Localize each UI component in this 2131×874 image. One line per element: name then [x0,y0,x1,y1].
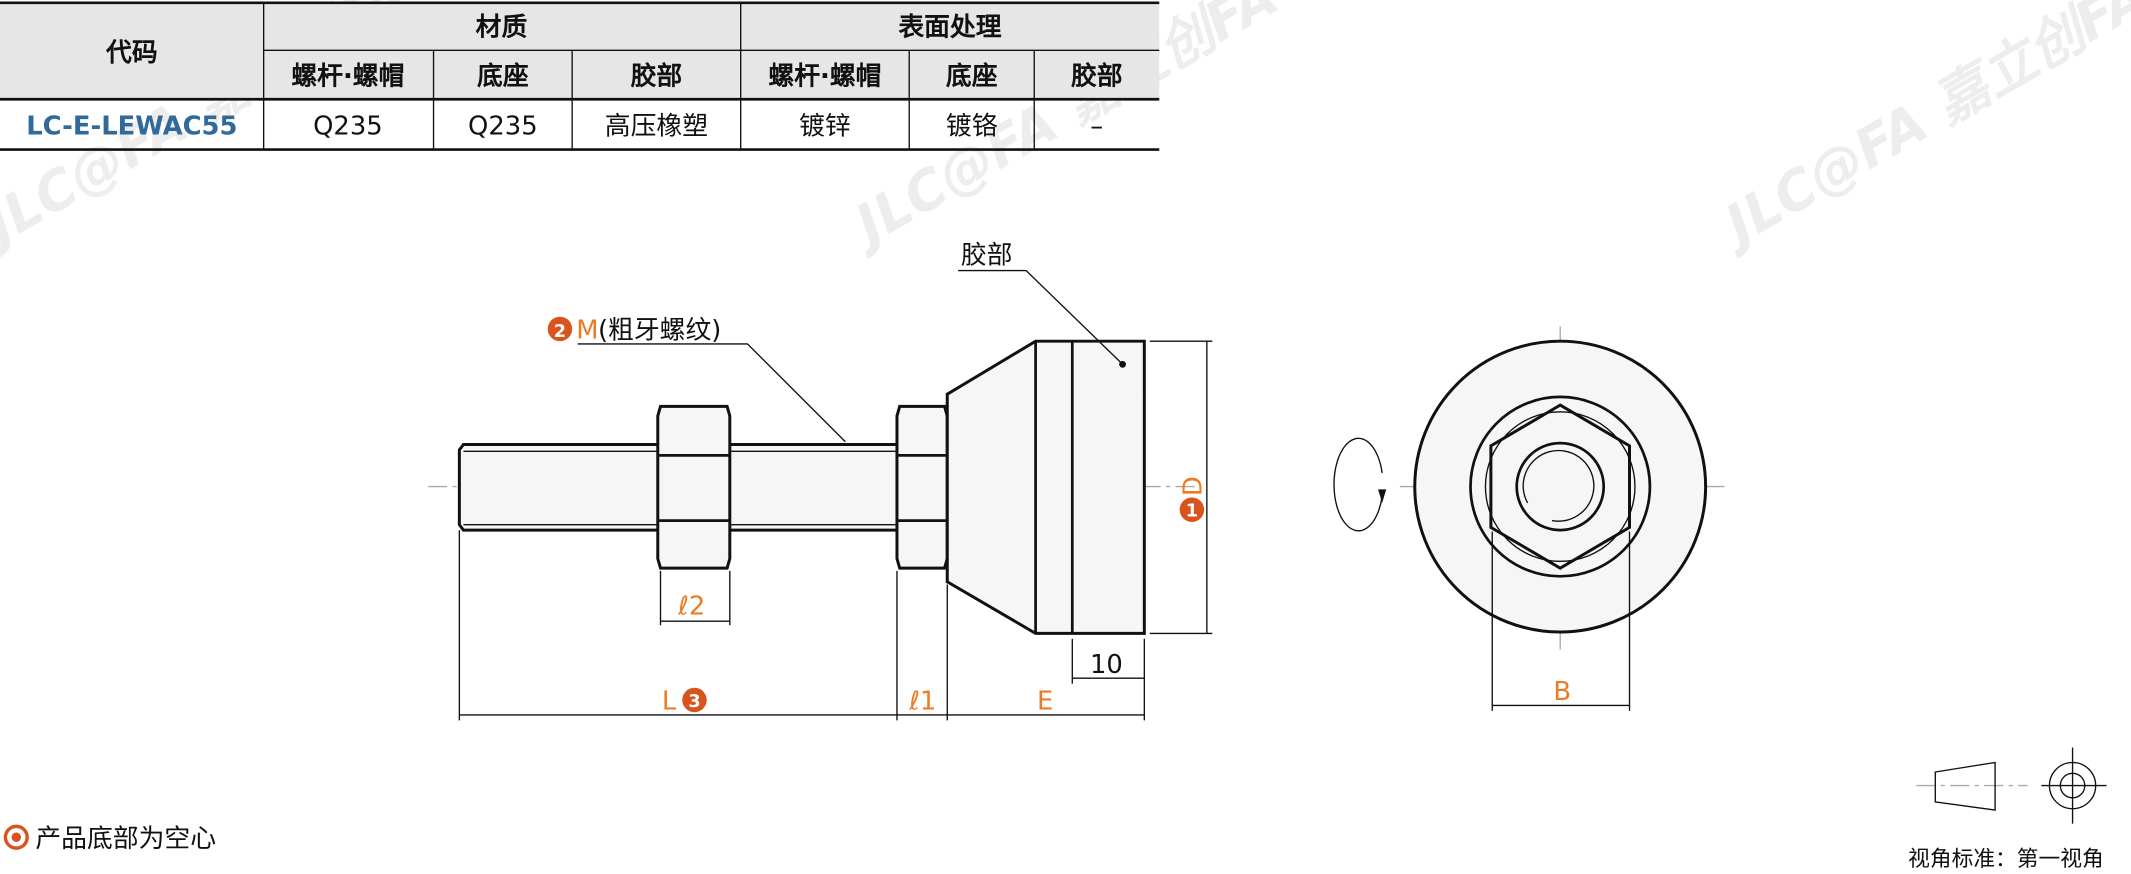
side-view: 胶部 2 M (粗牙螺纹) ℓ2 L 3 ℓ1 E 10 [428,241,1212,721]
dim-L: L [662,686,677,716]
dim-B: B [1553,677,1571,707]
thread-badge: 2 [554,322,566,342]
svg-text:JLC@FA 嘉立创FA: JLC@FA 嘉立创FA [1706,0,2131,261]
header-surface: 表面处理 [898,12,1001,42]
hollow-note: 产品底部为空心 [35,824,216,854]
rotation-arrow-icon [1334,438,1382,530]
product-code: LC-E-LEWAC55 [26,112,237,142]
thread-note: (粗牙螺纹) [598,315,721,345]
spec-table: 代码 材质 表面处理 螺杆·螺帽 底座 胶部 螺杆·螺帽 底座 胶部 LC-E-… [0,3,1159,150]
table-cell: 镀锌 [799,112,851,142]
subheader: 螺杆·螺帽 [768,61,881,91]
front-view: B [1334,326,1726,711]
dim-l2: ℓ2 [677,591,705,621]
base [947,341,1144,633]
dim-10: 10 [1090,650,1123,680]
subheader: 螺杆·螺帽 [291,61,404,91]
subheader: 底座 [946,60,998,91]
header-code: 代码 [105,38,158,68]
L-badge: 3 [688,692,700,712]
header-material: 材质 [476,12,528,42]
D-badge: 1 [1186,502,1198,522]
dim-D: D [1178,476,1208,496]
projection-symbol-icon [1916,748,2106,824]
dim-l1: ℓ1 [908,686,936,716]
projection-note: 视角标准：第一视角 [1908,847,2104,872]
subheader: 胶部 [631,60,683,91]
subheader: 胶部 [1071,60,1123,91]
table-cell: – [1090,112,1103,142]
table-cell: 镀铬 [946,112,998,142]
rubber-label: 胶部 [961,241,1013,271]
table-cell: Q235 [468,112,538,142]
table-cell: Q235 [313,112,383,142]
thread-label: M [576,315,598,345]
fixed-nut [897,406,947,568]
dim-E: E [1037,686,1053,716]
subheader: 底座 [477,60,529,91]
hex-nut [658,406,730,568]
table-cell: 高压橡塑 [605,112,708,142]
